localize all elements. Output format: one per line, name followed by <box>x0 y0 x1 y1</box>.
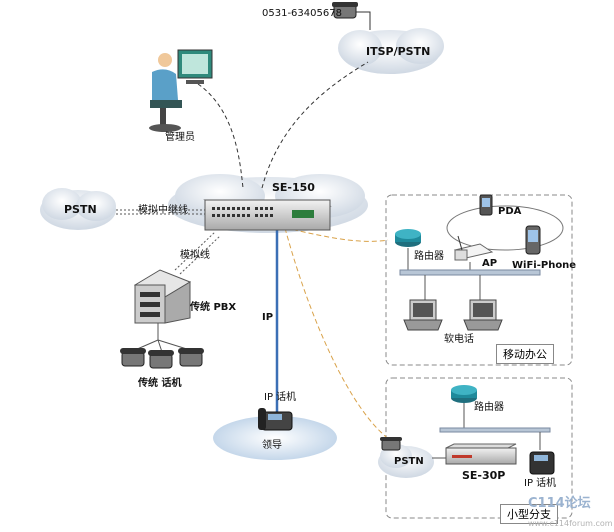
softphone-laptop-2-icon <box>463 299 503 331</box>
wifi-ring <box>446 205 564 251</box>
branch-bar <box>439 427 551 433</box>
lan-bar <box>399 269 541 276</box>
softphone-laptop-1-icon <box>403 299 443 331</box>
analog-line <box>174 231 216 271</box>
se150-label: SE-150 <box>272 181 315 194</box>
analog-line-2 <box>179 235 221 275</box>
se30p-device <box>445 443 517 465</box>
admin-workstation-icon <box>149 49 213 132</box>
phone-cord <box>356 11 371 30</box>
mobile-router-icon <box>395 229 421 247</box>
top-phone-icon <box>332 2 358 19</box>
se150-device <box>203 199 332 231</box>
ip-label: IP <box>262 312 274 323</box>
leader-ellipse <box>213 416 337 460</box>
mobile-office-title: 移动办公 <box>496 344 554 364</box>
admin-label: 管理员 <box>165 132 195 143</box>
se30p-label: SE-30P <box>462 469 506 482</box>
wifi-phone-label: WiFi-Phone <box>512 260 577 271</box>
pbx-icon <box>133 269 192 324</box>
mobile-router-label: 路由器 <box>414 251 444 262</box>
itsp-link <box>261 61 369 189</box>
mobile-office-box <box>385 194 573 366</box>
trad-phones-label: 传统 话机 <box>138 378 182 389</box>
pstn-left-cloud <box>40 188 116 230</box>
ip-phone-label: IP 话机 <box>264 392 297 403</box>
ap-label: AP <box>482 258 498 269</box>
branch-router-label: 路由器 <box>474 402 504 413</box>
branch-router-icon <box>451 385 477 403</box>
branch-pstn-label: PSTN <box>394 456 424 467</box>
itsp-cloud <box>338 28 444 74</box>
itsp-label: ITSP/PSTN <box>366 45 431 58</box>
pstn-left-label: PSTN <box>64 203 97 216</box>
leader-label: 领导 <box>262 440 282 451</box>
branch-link <box>284 227 391 441</box>
ap-icon <box>453 235 494 261</box>
branch-pstn-phone-icon <box>380 437 402 451</box>
analog-trunk-label: 模拟中继线 <box>138 205 188 216</box>
leader-ip-phone-icon <box>258 408 293 431</box>
branch-ip-phone-label: IP 话机 <box>524 478 557 489</box>
watermark-url: www.c114forum.com <box>528 519 613 528</box>
softphone-label: 软电话 <box>444 334 474 345</box>
branch-ip-phone-icon <box>529 451 555 475</box>
pda-label: PDA <box>498 206 522 217</box>
pbx-phones-link <box>134 320 191 353</box>
branch-title: 小型分支 <box>500 504 558 524</box>
admin-link <box>197 83 244 189</box>
pda-icon <box>479 194 493 216</box>
analog-line-label: 模拟线 <box>180 250 210 261</box>
phone-number-label: 0531-63405678 <box>262 8 342 19</box>
pbx-label: 传统 PBX <box>190 302 237 313</box>
watermark-logo: C114论坛 <box>528 496 591 511</box>
traditional-phones-icon <box>120 348 204 369</box>
wifi-phone-icon <box>525 225 541 255</box>
